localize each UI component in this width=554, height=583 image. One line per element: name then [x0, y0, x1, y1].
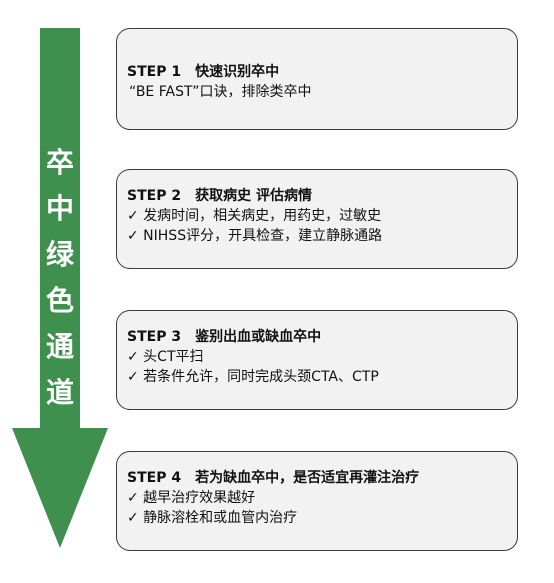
step-3-line: ✓ 头CT平扫: [127, 349, 204, 365]
step-1-number: STEP 1: [127, 64, 182, 80]
arrow-label-char: 通: [45, 330, 74, 363]
step-3-number: STEP 3: [127, 329, 182, 345]
down-arrow-icon: [12, 28, 108, 548]
arrow-label-char: 绿: [45, 238, 74, 271]
arrow-shape: [12, 28, 108, 548]
arrow-label: 卒 中 绿 色 通 道: [12, 140, 108, 416]
arrow-label-char: 道: [45, 376, 74, 409]
step-4-line: ✓ 越早治疗效果越好: [127, 490, 256, 506]
arrow-label-char: 色: [45, 284, 74, 317]
step-1-heading: 快速识别卒中: [195, 64, 280, 80]
step-2-heading: 获取病史 评估病情: [195, 188, 312, 204]
green-channel-arrow: [12, 28, 108, 548]
step-4-number: STEP 4: [127, 470, 182, 486]
step-2-box: STEP 2 获取病史 评估病情 ✓ 发病时间，相关病史，用药史，过敏史 ✓ NI…: [116, 169, 518, 269]
step-1-title: STEP 1 快速识别卒中: [127, 62, 507, 82]
step-3-title: STEP 3 鉴别出血或缺血卒中: [127, 327, 507, 347]
step-2-number: STEP 2: [127, 188, 182, 204]
arrow-label-char: 卒: [45, 146, 74, 179]
step-4-heading: 若为缺血卒中，是否适宜再灌注治疗: [195, 470, 420, 486]
step-2-line: ✓ NIHSS评分，开具检查，建立静脉通路: [127, 228, 383, 244]
step-1-box: STEP 1 快速识别卒中 “BE FAST”口诀，排除类卒中: [116, 28, 518, 130]
step-3-line: ✓ 若条件允许，同时完成头颈CTA、CTP: [127, 369, 379, 385]
step-1-line: “BE FAST”口诀，排除类卒中: [129, 84, 312, 100]
step-2-title: STEP 2 获取病史 评估病情: [127, 186, 507, 206]
step-3-heading: 鉴别出血或缺血卒中: [195, 329, 322, 345]
arrow-label-char: 中: [45, 192, 74, 225]
step-3-box: STEP 3 鉴别出血或缺血卒中 ✓ 头CT平扫 ✓ 若条件允许，同时完成头颈CT…: [116, 310, 518, 410]
step-2-line: ✓ 发病时间，相关病史，用药史，过敏史: [127, 208, 382, 224]
step-4-line: ✓ 静脉溶栓和或血管内治疗: [127, 510, 298, 526]
step-4-title: STEP 4 若为缺血卒中，是否适宜再灌注治疗: [127, 468, 507, 488]
step-4-box: STEP 4 若为缺血卒中，是否适宜再灌注治疗 ✓ 越早治疗效果越好 ✓ 静脉溶栓…: [116, 451, 518, 551]
